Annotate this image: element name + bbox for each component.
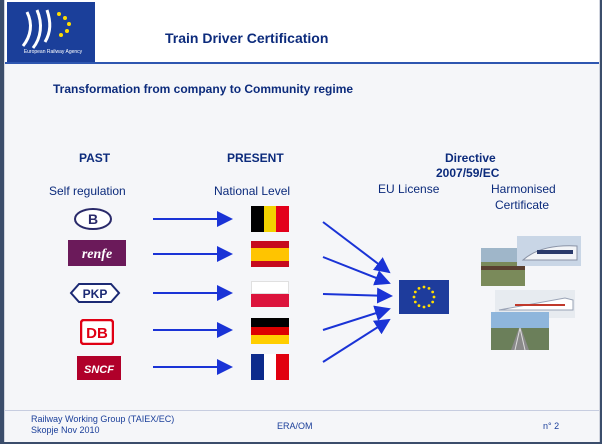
flag-poland-icon (251, 281, 289, 307)
eu-star-icon (413, 290, 417, 294)
svg-text:PKP: PKP (83, 287, 108, 301)
arrow-country-3 (322, 287, 393, 304)
sncf-logo-icon: SNCF (65, 355, 133, 381)
footer-location-date: Skopje Nov 2010 (31, 425, 100, 435)
eu-star-icon (417, 286, 421, 290)
page-title: Train Driver Certification (165, 30, 329, 46)
past-heading: PAST (79, 151, 111, 165)
db-logo-icon: DB (63, 319, 131, 345)
present-heading: PRESENT (227, 151, 284, 165)
flag-france-icon (251, 354, 290, 380)
svg-text:B: B (88, 211, 98, 227)
slide-number: n° 2 (543, 421, 560, 431)
eu-star-icon (432, 295, 436, 299)
eu-star-icon (427, 304, 431, 308)
eu-star-icon (417, 304, 421, 308)
svg-text:SNCF: SNCF (84, 364, 114, 376)
header-divider (5, 62, 599, 64)
sncb-logo-icon: B (59, 206, 127, 232)
eu-license-label: EU License (378, 182, 440, 196)
svg-text:DB: DB (86, 325, 108, 342)
directive-number: 2007/59/EC (436, 166, 500, 180)
eu-flag-icon (399, 280, 449, 314)
track-photo (491, 312, 549, 350)
slide-subtitle: Transformation from company to Community… (53, 82, 354, 96)
arrow-country-2 (322, 256, 391, 286)
renfe-logo-icon: renfe (63, 240, 131, 266)
era-logo: European Railway Agency (7, 2, 95, 62)
slide: European Railway Agency Train Driver Cer… (4, 0, 600, 442)
footer-divider (5, 410, 599, 411)
slide-header: European Railway Agency Train Driver Cer… (5, 0, 599, 62)
eu-star-icon (431, 290, 435, 294)
arrow-country-4 (322, 305, 391, 331)
flag-spain-icon (251, 241, 289, 267)
era-swoosh-icon (21, 9, 71, 49)
footer-reference: ERA/OM (277, 421, 313, 431)
flow-arrows (153, 211, 393, 375)
flag-belgium-icon (251, 206, 290, 232)
eu-star-icon (412, 295, 416, 299)
footer-group: Railway Working Group (TAIEX/EC) (31, 414, 175, 424)
pkp-logo-icon: PKP (61, 280, 129, 306)
past-subheading: Self regulation (49, 184, 126, 198)
harmonised-label: Harmonised (491, 182, 556, 196)
arrow-country-5 (322, 318, 391, 363)
flag-germany-icon (251, 318, 289, 345)
train-photo-1 (481, 236, 581, 286)
present-subheading: National Level (214, 184, 291, 198)
eu-star-icon (413, 300, 417, 304)
eu-star-icon (431, 300, 435, 304)
arrow-country-1 (322, 221, 391, 274)
logo-caption: European Railway Agency (23, 49, 83, 55)
eu-star-icon (422, 305, 426, 309)
footer-organisation: Railway Working Group (TAIEX/EC) Skopje … (31, 414, 174, 436)
eu-star-icon (427, 286, 431, 290)
eu-star-icon (422, 285, 426, 289)
svg-text:renfe: renfe (82, 247, 112, 262)
certificate-label: Certificate (495, 198, 550, 212)
directive-heading: Directive (445, 151, 496, 165)
